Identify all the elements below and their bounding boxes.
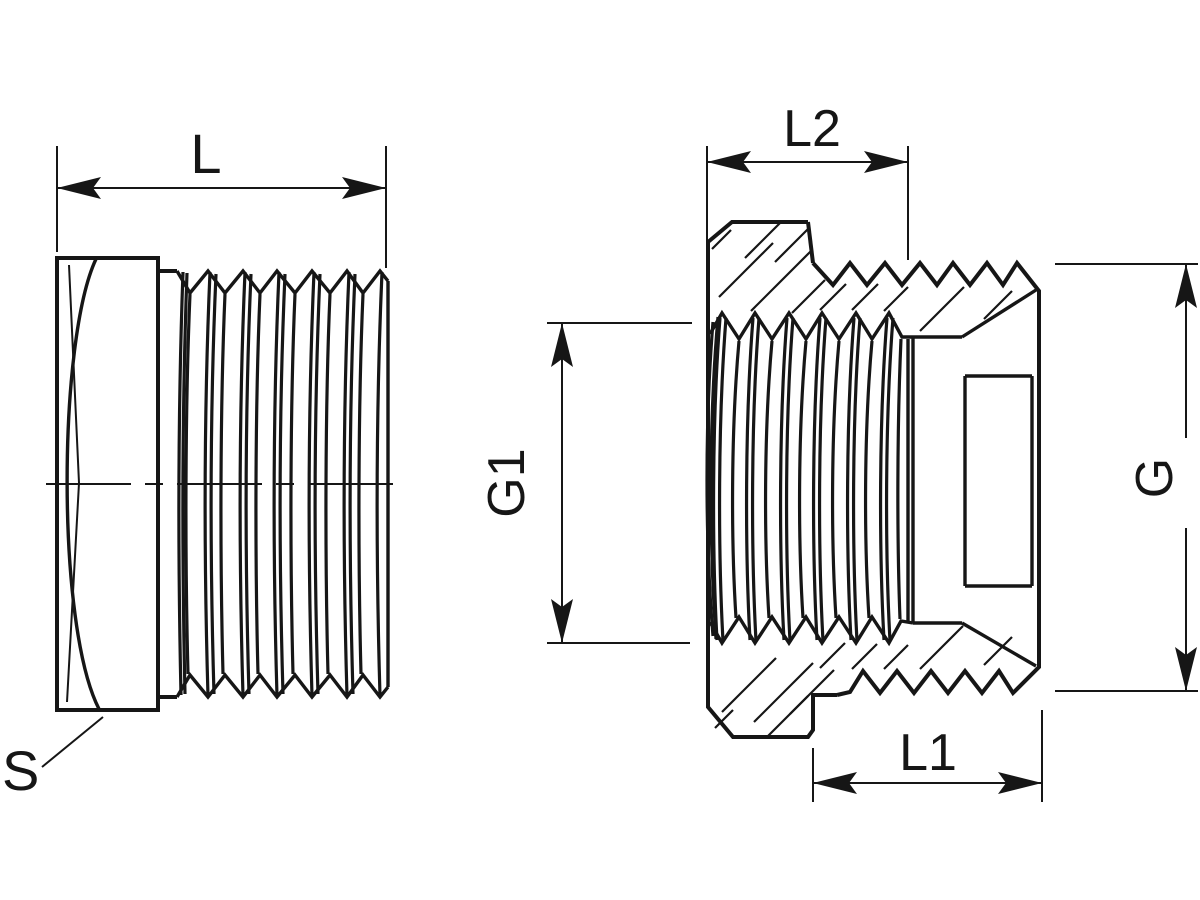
dimension-l1: L1 [812, 710, 1043, 802]
dim-label-g1: G1 [478, 448, 536, 517]
section-body [705, 220, 1041, 739]
dim-label-l2: L2 [783, 100, 841, 158]
female-thread-flank-lines [705, 316, 903, 642]
section-view: L2 [478, 100, 1198, 802]
thread-runout-bottom [961, 621, 1037, 668]
hex-flat-arc [65, 258, 101, 710]
s-callout: S [2, 716, 104, 802]
dimension-l2: L2 [706, 100, 909, 260]
crosshatch [711, 221, 1013, 737]
arrowhead-right-icon [864, 151, 908, 173]
arrowhead-down-icon [551, 599, 573, 643]
dim-label-l: L [190, 122, 221, 185]
arrowhead-left-icon [57, 177, 101, 199]
dim-label-l1: L1 [899, 724, 957, 782]
dim-label-g: G [1126, 458, 1184, 498]
side-view: L [2, 122, 396, 802]
arrowhead-down-icon [1175, 647, 1197, 691]
arrowhead-left-icon [813, 772, 857, 794]
hex-right-edge [806, 221, 815, 264]
arrowhead-right-icon [342, 177, 386, 199]
dimension-g1: G1 [478, 322, 692, 644]
thread-runout-top [961, 288, 1037, 339]
hex-outline [55, 256, 160, 712]
leader-line [41, 716, 104, 768]
dimension-l: L [56, 122, 387, 268]
female-thread-profile-bottom [708, 613, 914, 647]
male-thread-outline [811, 259, 1041, 697]
arrowhead-right-icon [998, 772, 1042, 794]
thread-profile-bottom [175, 672, 390, 700]
female-thread-profile-top [708, 309, 913, 343]
hex-section-outline [706, 220, 837, 739]
arrowhead-left-icon [707, 151, 751, 173]
dimension-g: G [1055, 263, 1198, 692]
arrowhead-up-icon [551, 323, 573, 367]
dim-label-s: S [2, 739, 39, 802]
arrowhead-up-icon [1175, 264, 1197, 308]
